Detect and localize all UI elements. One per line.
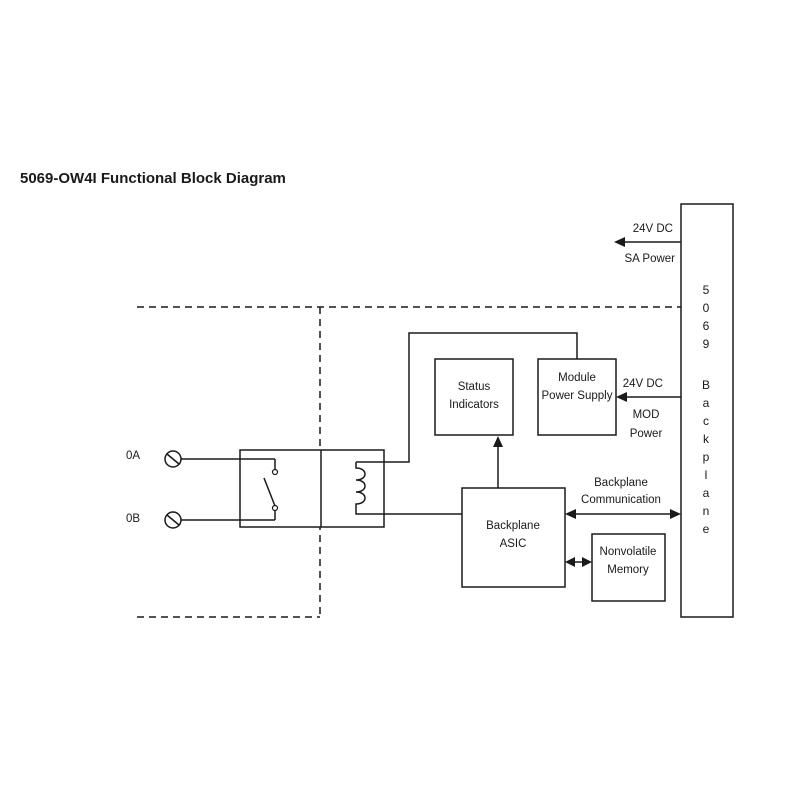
mod-power-line2: Power (630, 428, 663, 440)
bus-char: k (703, 432, 710, 446)
bus-char: a (703, 486, 710, 500)
module-power-supply-line2: Power Supply (542, 390, 613, 402)
bus-char: 9 (703, 337, 710, 351)
asic-memory-arrow (565, 557, 592, 567)
field-side-boundary (137, 306, 681, 618)
bus-char: c (703, 414, 709, 428)
bus-char: B (702, 378, 710, 392)
backplane-communication-arrow (565, 509, 681, 519)
backplane-bus-label: 5 0 6 9 B a c k p l a n e (702, 283, 710, 536)
relay-block (239, 449, 385, 528)
status-indicators-block (434, 358, 514, 436)
backplane-asic-line1: Backplane (486, 520, 540, 532)
sa-voltage-label: 24V DC (633, 223, 673, 235)
bus-char: l (705, 468, 708, 482)
status-indicators-line1: Status (458, 381, 491, 393)
terminal-0a (164, 450, 182, 468)
mod-power-arrow (616, 392, 681, 402)
module-power-supply-line1: Module (558, 372, 596, 384)
terminal-0a-label: 0A (126, 450, 140, 462)
sa-power-label: SA Power (625, 253, 676, 265)
bus-char: n (703, 504, 710, 518)
mod-power-line1: MOD (633, 409, 660, 421)
nonvolatile-memory-line2: Memory (607, 564, 649, 576)
asic-to-status-arrow (493, 436, 503, 488)
mod-voltage-label: 24V DC (623, 378, 663, 390)
bus-char: a (703, 396, 710, 410)
backplane-bus-box (680, 203, 734, 618)
backplane-comm-line2: Communication (581, 494, 661, 506)
bus-char: 0 (703, 301, 710, 315)
bus-char: 5 (703, 283, 710, 297)
status-indicators-line2: Indicators (449, 399, 499, 411)
backplane-comm-line1: Backplane (594, 477, 648, 489)
backplane-asic-block (461, 487, 566, 588)
nonvolatile-memory-line1: Nonvolatile (600, 546, 657, 558)
bus-char: p (703, 450, 710, 464)
backplane-asic-line2: ASIC (500, 538, 527, 550)
nonvolatile-memory-block (591, 533, 666, 602)
relay-coil-icon (355, 462, 384, 515)
bus-char: e (703, 522, 710, 536)
terminal-0b-label: 0B (126, 513, 140, 525)
module-power-supply-block (537, 358, 617, 436)
coil-supply-wire (384, 332, 578, 463)
bus-char: 6 (703, 319, 710, 333)
diagram-title: 5069-OW4I Functional Block Diagram (20, 170, 286, 187)
relay-contact-icon (178, 458, 279, 521)
sa-power-arrow (614, 237, 681, 247)
terminal-0b (164, 511, 182, 529)
